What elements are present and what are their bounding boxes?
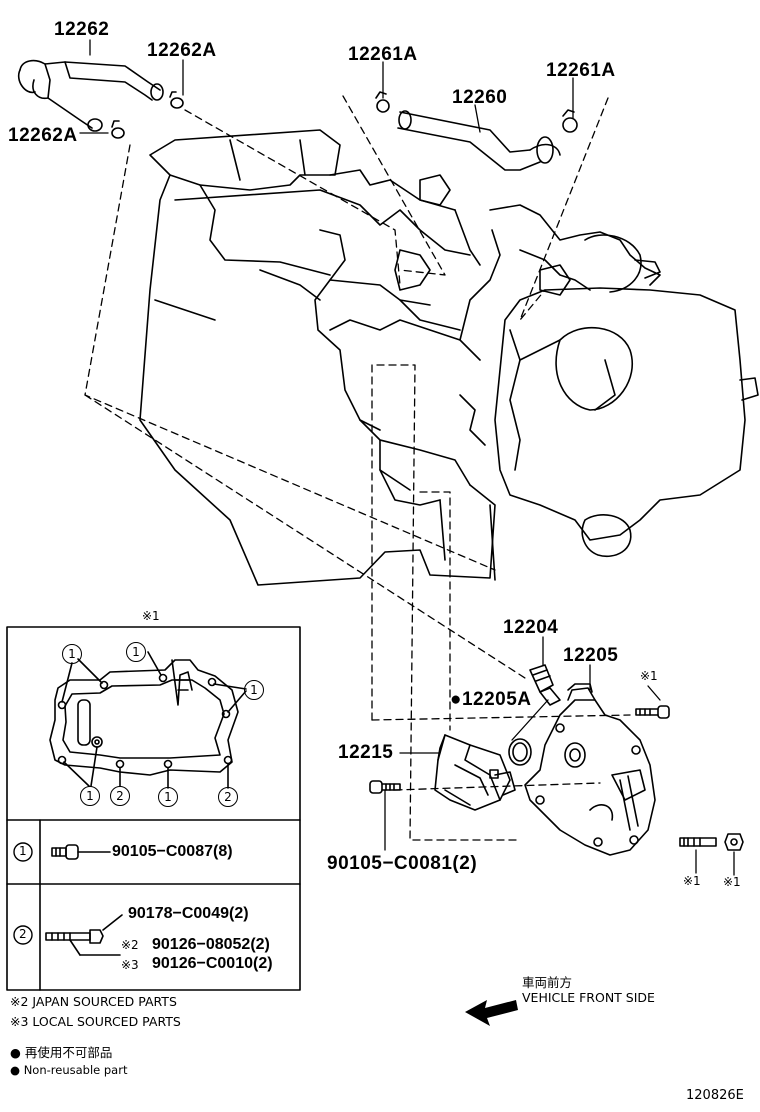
part-label-90105-C0087: 90105−C0087(8)	[112, 843, 233, 860]
part-label-12261A-right: 12261A	[546, 60, 616, 81]
part-label-90105-C0081: 90105−C0081(2)	[327, 853, 478, 874]
note-nonreusable-en: ● Non-reusable part	[10, 1063, 128, 1077]
part-label-90126-08052: 90126−08052(2)	[152, 936, 270, 953]
sensor-12204	[529, 664, 561, 706]
inset-callout: 1	[62, 644, 82, 664]
inset-callout: 2	[110, 786, 130, 806]
inset-callout: 1	[80, 786, 100, 806]
hose-12260	[397, 110, 561, 171]
mark-2: ※2	[121, 938, 139, 952]
part-label-12215: 12215	[338, 742, 394, 763]
part-label-12204: 12204	[503, 617, 559, 638]
row-index-2: 2	[19, 927, 27, 941]
mark-nut: ※1	[723, 875, 741, 889]
gasket-detail	[49, 651, 247, 789]
inset-title-mark: ※1	[142, 609, 160, 623]
row-index-1: 1	[19, 844, 27, 858]
stud-icon	[679, 837, 717, 847]
note-local-sourced: ※3 LOCAL SOURCED PARTS	[10, 1014, 181, 1029]
housing-12205	[524, 683, 656, 856]
vehicle-front-arrow-icon	[465, 1000, 518, 1026]
mark-stud: ※1	[683, 874, 701, 888]
inset-callout: 1	[158, 787, 178, 807]
inset-callout: 2	[218, 787, 238, 807]
mark-bolt: ※1	[640, 669, 658, 683]
part-label-12261A-left: 12261A	[348, 44, 418, 65]
figure-id: 120826E	[686, 1088, 744, 1103]
part-label-12260: 12260	[452, 87, 508, 108]
part-label-12205: 12205	[563, 645, 619, 666]
note-japan-sourced: ※2 JAPAN SOURCED PARTS	[10, 994, 177, 1009]
gasket-12205A	[508, 738, 532, 766]
direction-label-en: VEHICLE FRONT SIDE	[522, 990, 655, 1005]
note-nonreusable-jp: ● 再使用不可部品	[10, 1045, 113, 1060]
bolt-icon	[369, 705, 670, 794]
part-label-12262: 12262	[54, 19, 110, 40]
inset-callout: 1	[244, 680, 264, 700]
nut-icon	[724, 833, 744, 851]
part-label-90126-C0010: 90126−C0010(2)	[152, 955, 273, 972]
part-label-12205A: ●12205A	[450, 689, 532, 710]
part-label-12262A-left: 12262A	[8, 125, 78, 146]
engine-assembly	[139, 129, 759, 586]
cover-12215	[434, 734, 516, 811]
direction-label-jp: 車両前方	[522, 975, 573, 990]
part-label-12262A-top: 12262A	[147, 40, 217, 61]
clamp-icon	[111, 91, 578, 139]
hose-12262	[17, 59, 164, 132]
mark-3: ※3	[121, 958, 139, 972]
bolt-90105-C0087-icon	[51, 844, 111, 860]
inset-box	[6, 626, 301, 991]
inset-callout: 1	[126, 642, 146, 662]
stud-90126-icon	[45, 914, 123, 956]
part-label-90178-C0049: 90178−C0049(2)	[128, 905, 249, 922]
